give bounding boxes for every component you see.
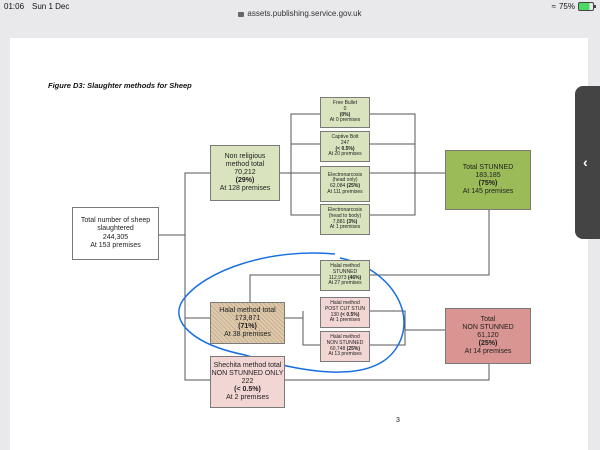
url-text: assets.publishing.service.gov.uk xyxy=(247,9,362,18)
halal-post-pct: (< 0.5%) xyxy=(340,311,360,318)
nonrel-line3: 70,212 xyxy=(234,168,256,176)
stunned-line1: Total STUNNED xyxy=(462,163,514,171)
electro-body-line4: At 1 premises xyxy=(329,224,361,231)
free-bullet-box: Free Bullet 0 (0%) At 0 premises xyxy=(320,97,370,128)
total-line1: Total number of sheep xyxy=(80,217,151,225)
status-date: Sun 1 Dec xyxy=(32,2,70,11)
captive-bolt-box: Captive Bolt 247 (< 0.5%) At 20 premises xyxy=(320,131,370,162)
page-number: 3 xyxy=(396,417,400,424)
halal-non-value: 60,748 xyxy=(329,345,347,352)
url-bar[interactable]: assets.publishing.service.gov.uk xyxy=(0,9,600,23)
nonstunned-line5: At 14 premises xyxy=(464,348,512,356)
nonstunned-line3: 61,120 xyxy=(477,331,499,339)
battery-icon xyxy=(578,2,596,11)
nonrel-line4: (29%) xyxy=(235,177,255,185)
electro-body-value: 7,881 xyxy=(332,218,347,225)
halal-post-line3: 130 (< 0.5%) xyxy=(330,311,360,319)
nonstunned-line4: (25%) xyxy=(478,340,498,348)
total-stunned-box: Total STUNNED 183,185 (75%) At 145 premi… xyxy=(445,150,531,210)
total-sheep-box: Total number of sheep slaughtered 244,30… xyxy=(72,207,159,260)
nonrel-line2: method total xyxy=(225,160,265,168)
electro-head-value: 62,084 xyxy=(329,183,347,189)
halal-stunned-line4: At 27 premises xyxy=(328,280,362,287)
figure-title: Figure D3: Slaughter methods for Sheep xyxy=(48,81,192,90)
status-bar: 01:06 Sun 1 Dec ≈ 75% xyxy=(0,0,600,16)
halal-total-line4: At 38 premises xyxy=(224,331,271,339)
halal-post-value: 130 xyxy=(330,311,341,318)
electronarcosis-body-box: Electronarcosis (head to body) 7,881 (3%… xyxy=(320,204,370,235)
captive-bolt-line1: Captive Bolt xyxy=(331,134,359,140)
halal-stunned-value: 112,973 xyxy=(328,274,348,281)
electro-head-line1: Electronarcosis xyxy=(327,171,363,178)
wifi-icon: ≈ xyxy=(551,2,556,11)
total-line4: At 153 premises xyxy=(90,241,141,249)
shechita-box: Shechita method total NON STUNNED ONLY 2… xyxy=(210,356,285,408)
stunned-line4: At 145 premises xyxy=(462,188,514,196)
total-line3: 244,305 xyxy=(102,233,129,241)
hand-drawn-circle xyxy=(178,252,405,373)
electro-body-line3: 7,881 (3%) xyxy=(332,218,358,226)
halal-stunned-line1: Halal method xyxy=(330,263,360,269)
shechita-line2: NON STUNNED ONLY xyxy=(211,369,284,377)
stunned-line3: (75%) xyxy=(478,180,498,187)
shechita-line4: (< 0.5%) xyxy=(234,386,261,394)
total-non-stunned-box: Total NON STUNNED 61,120 (25%) At 14 pre… xyxy=(445,308,531,364)
halal-post-line4: At 1 premises xyxy=(329,317,361,324)
nonstunned-line1: Total xyxy=(480,315,496,323)
halal-stunned-line2: STUNNED xyxy=(332,268,358,275)
electronarcosis-head-box: Electronarcosis (head only) 62,084 (25%)… xyxy=(320,166,370,202)
electro-body-line1: Electronarcosis xyxy=(327,207,363,213)
non-religious-box: Non religious method total 70,212 (29%) … xyxy=(210,145,280,201)
nonrel-line1: Non religious xyxy=(224,152,266,160)
free-bullet-line2: 0 xyxy=(343,105,347,112)
halal-total-box: Halal method total 173,871 (71%) At 38 p… xyxy=(210,302,285,344)
captive-bolt-line2: 247 xyxy=(340,139,350,146)
halal-non-line3: 60,748 (25%) xyxy=(329,345,361,353)
nonrel-line5: At 128 premises xyxy=(219,185,271,193)
electro-head-line2: (head only) xyxy=(332,177,358,184)
halal-total-line3: (71%) xyxy=(238,323,257,330)
halal-non-line2: NON STUNNED xyxy=(326,339,364,346)
halal-non-pct: (25%) xyxy=(346,345,361,352)
nonstunned-line2: NON STUNNED xyxy=(462,323,514,331)
halal-non-line4: At 13 premises xyxy=(328,351,362,358)
halal-stunned-pct: (46%) xyxy=(347,274,362,281)
free-bullet-line3: (0%) xyxy=(339,111,351,118)
halal-non-line1: Halal method xyxy=(330,334,360,340)
free-bullet-line1: Free Bullet xyxy=(332,100,358,106)
free-bullet-line4: At 0 premises xyxy=(329,117,361,124)
stunned-line2: 183,185 xyxy=(475,171,501,179)
shechita-line1: Shechita method total xyxy=(213,361,282,369)
electro-head-line3: 62,084 (25%) xyxy=(329,183,361,190)
electro-head-pct: (25%) xyxy=(346,183,361,189)
captive-bolt-line3: (< 0.5%) xyxy=(335,145,355,152)
halal-post-cut-box: Halal method POST CUT STUN 130 (< 0.5%) … xyxy=(320,297,370,328)
battery-percent: 75% xyxy=(558,2,575,11)
halal-total-line2: 173,871 xyxy=(234,314,261,322)
chevron-left-icon: ‹ xyxy=(583,154,588,170)
captive-bolt-line4: At 20 premises xyxy=(328,151,362,158)
halal-non-stunned-box: Halal method NON STUNNED 60,748 (25%) At… xyxy=(320,331,370,362)
electro-body-pct: (3%) xyxy=(346,218,358,225)
side-panel-handle[interactable]: ‹ xyxy=(575,86,600,239)
halal-stunned-line3: 112,973 (46%) xyxy=(328,274,362,282)
electro-body-line2: (head to body) xyxy=(328,212,362,219)
total-line2: slaughtered xyxy=(97,225,134,233)
halal-post-line1: Halal method xyxy=(330,300,360,306)
status-right: ≈ 75% xyxy=(551,2,596,11)
lock-icon xyxy=(238,12,245,17)
shechita-line3: 222 xyxy=(241,377,254,385)
status-time: 01:06 xyxy=(4,2,25,11)
shechita-line5: At 2 premises xyxy=(226,394,269,402)
halal-total-line1: Halal method total xyxy=(219,306,276,314)
halal-post-line2: POST CUT STUN xyxy=(324,305,366,312)
electro-head-line4: At 111 premises xyxy=(327,188,363,195)
halal-stunned-box: Halal method STUNNED 112,973 (46%) At 27… xyxy=(320,260,370,291)
